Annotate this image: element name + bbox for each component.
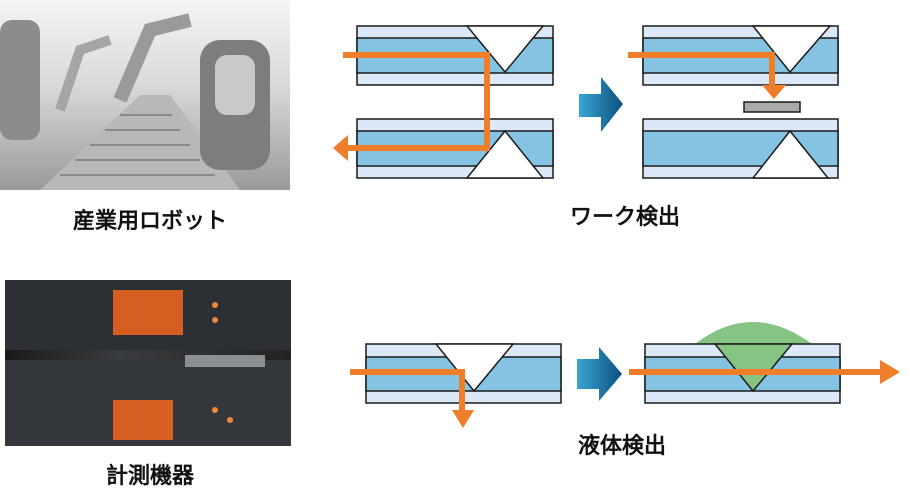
liquid-detection-label: 液体検出 — [577, 434, 667, 459]
robot-label: 産業用ロボット — [72, 209, 228, 234]
liquid-drop — [695, 322, 812, 344]
arrowhead-down-liquid — [452, 410, 474, 428]
transition-arrow-icon — [577, 347, 622, 401]
workpiece — [743, 101, 801, 113]
sensor-block-lower-right — [642, 118, 839, 179]
light-path-blocked — [628, 52, 775, 88]
arrowhead-down — [762, 85, 786, 99]
arrowhead-right — [880, 360, 900, 384]
work-detection-label: ワーク検出 — [569, 205, 681, 230]
instrument-illustration — [5, 280, 291, 446]
robot-illustration — [0, 13, 270, 190]
sensor-block-lower-left — [356, 118, 554, 179]
instruments-label: 計測機器 — [105, 464, 195, 489]
transition-arrow-icon — [579, 77, 623, 132]
industrial-robot-photo — [0, 0, 290, 190]
arrowhead-left — [333, 135, 348, 161]
measuring-instrument-photo — [5, 280, 291, 446]
light-path-reflected — [343, 52, 490, 151]
light-path-refracted — [350, 369, 465, 415]
